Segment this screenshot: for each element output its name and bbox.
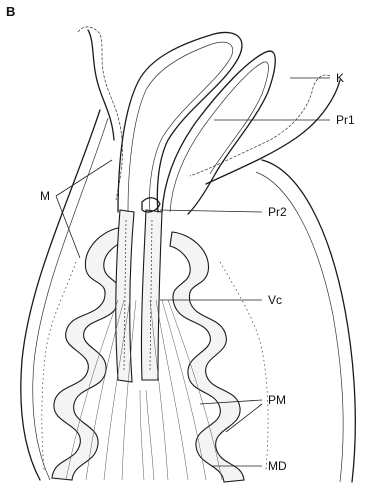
tentacle-crown-left xyxy=(78,27,123,200)
velum-column-right xyxy=(141,210,162,380)
tentacle-crown-right xyxy=(190,75,330,176)
panel-label: B xyxy=(6,4,15,19)
prototroch-pr1-outer xyxy=(118,32,242,212)
label-M: M xyxy=(40,189,50,203)
label-Pr1: Pr1 xyxy=(336,113,355,127)
label-K: K xyxy=(336,71,344,85)
leader-M-lower xyxy=(56,196,80,258)
label-Vc: Vc xyxy=(268,293,282,307)
label-Pr2: Pr2 xyxy=(268,205,287,219)
leader-Pr2 xyxy=(160,210,262,212)
label-PM: PM xyxy=(268,393,286,407)
left-cell-layer xyxy=(42,262,76,470)
outer-wall-left xyxy=(21,110,100,480)
left-folded-lobe xyxy=(52,228,124,480)
tentacle-crown-right-edge xyxy=(206,80,340,184)
tentacle-crown-left-edge xyxy=(88,30,114,140)
right-cell-layer xyxy=(220,262,268,470)
right-folded-lobe xyxy=(170,232,244,482)
prototroch-pr1-right xyxy=(162,51,275,214)
leader-M-upper xyxy=(56,160,112,196)
prototroch-pr1-inner xyxy=(128,42,233,212)
label-MD: MD xyxy=(268,459,287,473)
prototroch-pr1-right-inner xyxy=(170,62,268,212)
